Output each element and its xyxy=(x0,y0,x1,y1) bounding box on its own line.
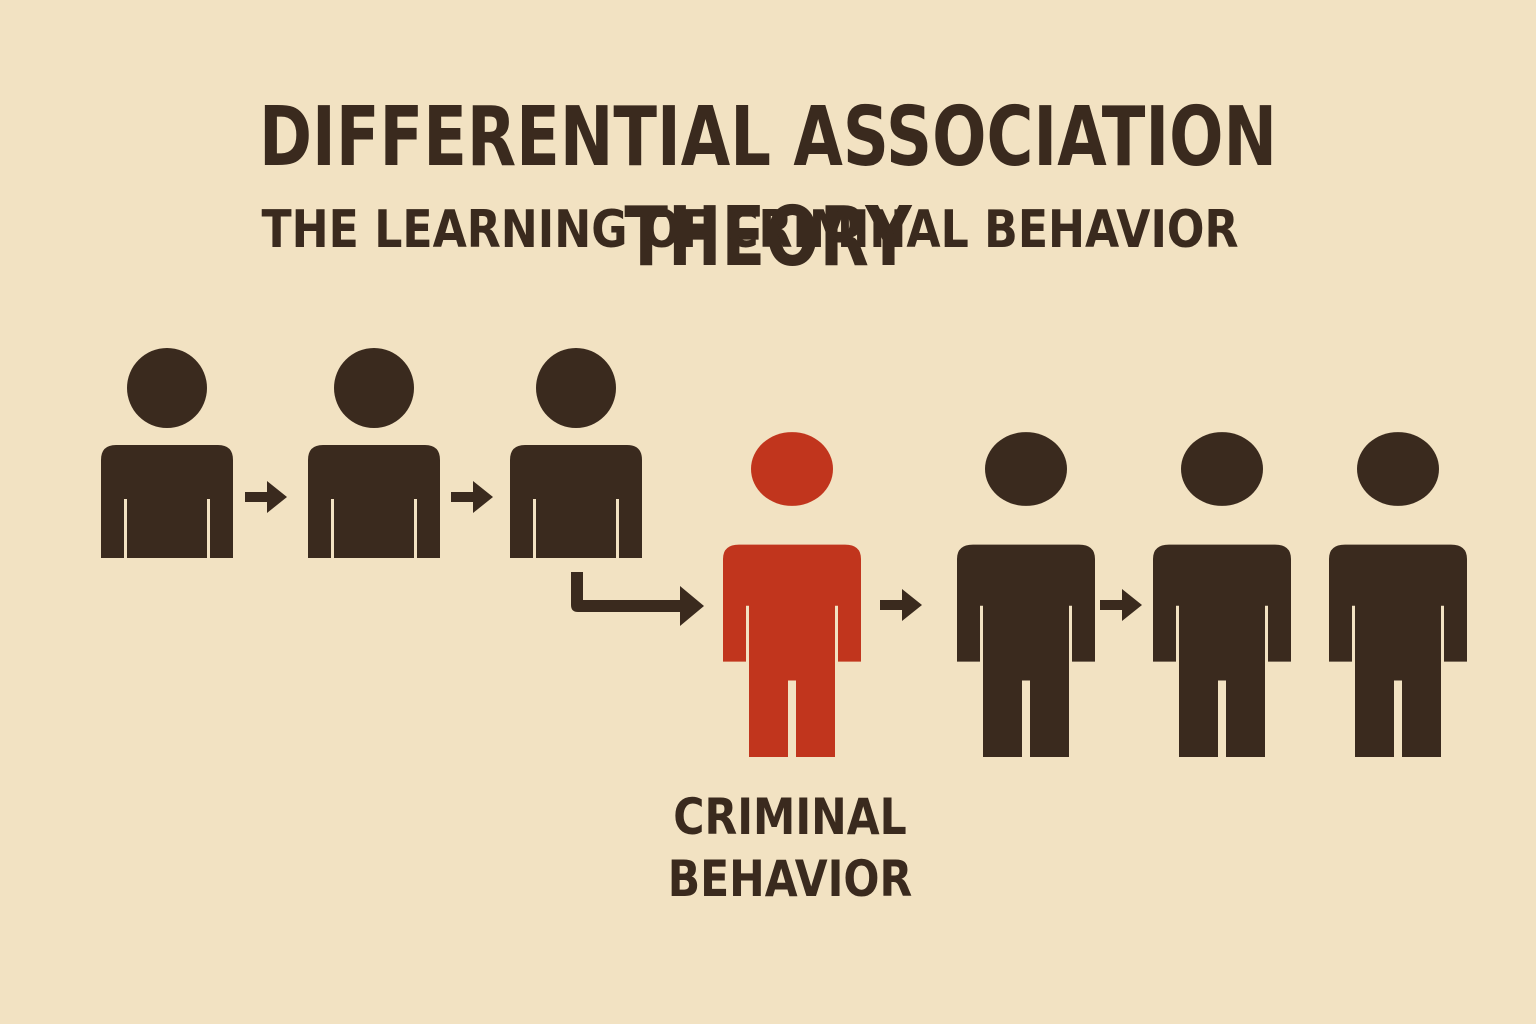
criminal-figure xyxy=(723,432,861,757)
person-figure-2 xyxy=(308,348,440,558)
arrow-icon-2 xyxy=(451,481,493,513)
caption-line-2: BEHAVIOR xyxy=(667,850,913,908)
person-figure-1 xyxy=(101,348,233,558)
person-figure-6 xyxy=(1329,432,1467,757)
arrow-icon-1 xyxy=(245,481,287,513)
caption-line-1: CRIMINAL xyxy=(673,788,907,846)
page-subtitle: THE LEARNING OF CRIMINAL BEHAVIOR xyxy=(261,200,1239,260)
arrow-icon-3 xyxy=(880,589,922,621)
criminal-behavior-label: CRIMINAL BEHAVIOR xyxy=(646,786,935,910)
person-figure-4 xyxy=(957,432,1095,757)
person-figure-5 xyxy=(1153,432,1291,757)
bent-arrow-icon xyxy=(571,572,704,626)
arrow-icon-4 xyxy=(1100,589,1142,621)
person-figure-3 xyxy=(510,348,642,558)
page-title: DIFFERENTIAL ASSOCIATION THEORY xyxy=(258,90,1278,285)
